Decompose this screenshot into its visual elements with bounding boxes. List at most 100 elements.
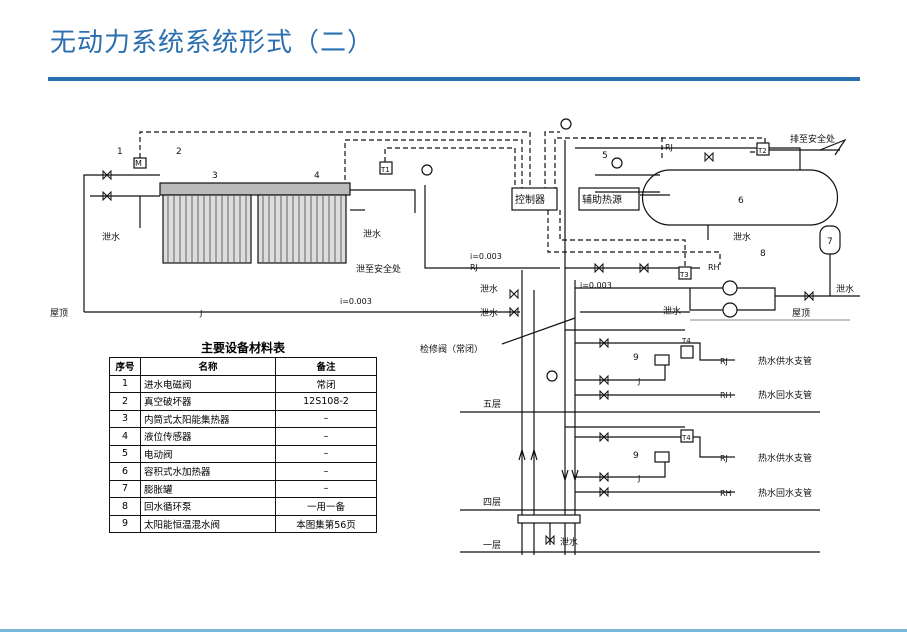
floor-1-label: 一层 xyxy=(483,540,501,551)
row-name: 太阳能恒温混水阀 xyxy=(140,514,276,533)
roof-label-right: 屋顶 xyxy=(792,308,810,319)
hot-supply-label-5: 热水供水支管 xyxy=(758,355,812,367)
floor-4-label: 四层 xyxy=(483,497,501,508)
row-name: 进水电磁阀 xyxy=(140,374,276,393)
row-no: 4 xyxy=(109,427,141,446)
equipment-table-title: 主要设备材料表 xyxy=(200,341,285,355)
code-rj-5: RJ xyxy=(720,357,728,366)
drain-safe-label: 泄至安全处 xyxy=(356,263,401,275)
label-num-2: 2 xyxy=(176,147,182,157)
drain-label-7: 泄水 xyxy=(663,305,681,317)
code-j-roof: J xyxy=(199,309,202,318)
hot-return-label-4: 热水回水支管 xyxy=(758,487,812,499)
row-no: 3 xyxy=(109,409,141,428)
row-no: 1 xyxy=(109,374,141,393)
code-rh-4: RH xyxy=(720,489,732,498)
table-row: 5 电动阀 – xyxy=(109,444,377,463)
code-rh-5: RH xyxy=(720,391,732,400)
roof-label-left: 屋顶 xyxy=(50,308,68,319)
slide-title: 无动力系统系统形式（二） xyxy=(50,28,375,58)
row-name: 内筒式太阳能集热器 xyxy=(140,409,276,428)
row-name: 电动阀 xyxy=(140,444,276,463)
tag-t1: T1 xyxy=(380,166,390,174)
table-row: 1 进水电磁阀 常闭 xyxy=(109,374,377,393)
label-num-7: 7 xyxy=(827,237,833,247)
row-note: 本图集第56页 xyxy=(275,514,377,533)
label-num-3: 3 xyxy=(212,171,218,181)
row-no: 6 xyxy=(109,462,141,481)
row-name: 真空破坏器 xyxy=(140,392,276,411)
label-num-8: 8 xyxy=(760,249,766,259)
hot-supply-label-4: 热水供水支管 xyxy=(758,452,812,464)
safe-exhaust-label: 排至安全处 xyxy=(790,133,835,145)
drain-label-3: 泄水 xyxy=(480,283,498,295)
table-row: 3 内筒式太阳能集热器 – xyxy=(109,409,377,428)
row-no: 8 xyxy=(109,497,141,516)
drain-label-5: 泄水 xyxy=(733,231,751,243)
drain-label-6: 泄水 xyxy=(836,283,854,295)
code-j-5: J xyxy=(637,377,640,386)
code-j-4: J xyxy=(637,474,640,483)
code-rj-roof: RJ xyxy=(470,263,478,272)
row-name: 液位传感器 xyxy=(140,427,276,446)
row-note: 常闭 xyxy=(275,374,377,393)
row-name: 回水循环泵 xyxy=(140,497,276,516)
slope-label-2: i=0.003 xyxy=(340,297,372,306)
row-no: 9 xyxy=(109,514,141,533)
footer-rule xyxy=(0,629,907,632)
table-row: 9 太阳能恒温混水阀 本图集第56页 xyxy=(109,514,377,533)
label-num-9a: 9 xyxy=(633,353,639,363)
row-name: 膨胀罐 xyxy=(140,479,276,498)
code-rj-top: RJ xyxy=(665,143,673,152)
title-underline xyxy=(48,77,860,81)
drain-label-4: 泄水 xyxy=(480,307,498,319)
aux-heat-label: 辅助热源 xyxy=(582,193,622,206)
table-row: 8 回水循环泵 一用一备 xyxy=(109,497,377,516)
water-heater-tank xyxy=(641,169,839,226)
equipment-table-block: 主要设备材料表 序号 名称 备注 1 进水电磁阀 常闭 2 真空破坏器 12S1… xyxy=(109,341,377,533)
tag-t4b: T4 xyxy=(681,434,691,442)
tag-m: M xyxy=(135,159,142,168)
floor-5-label: 五层 xyxy=(483,399,501,410)
table-row: 6 容积式水加热器 – xyxy=(109,462,377,481)
drain-label-1: 泄水 xyxy=(102,231,120,243)
code-rh-pump: RH xyxy=(708,263,720,272)
code-rj-4: RJ xyxy=(720,454,728,463)
table-row: 4 液位传感器 – xyxy=(109,427,377,446)
row-no: 5 xyxy=(109,444,141,463)
hot-return-label-5: 热水回水支管 xyxy=(758,389,812,401)
controller-label: 控制器 xyxy=(515,193,545,206)
row-note: – xyxy=(275,427,377,446)
drain-label-2: 泄水 xyxy=(363,228,381,240)
slope-label-3: i=0.003 xyxy=(580,281,612,290)
controller-box xyxy=(511,187,558,211)
col-header-note: 备注 xyxy=(275,357,377,376)
tag-t2: T2 xyxy=(757,147,767,155)
row-note: – xyxy=(275,409,377,428)
table-row: 2 真空破坏器 12S108-2 xyxy=(109,392,377,411)
service-valve-label: 检修阀（常闭） xyxy=(420,343,483,355)
drain-label-8: 泄水 xyxy=(560,536,578,548)
slope-label-1: i=0.003 xyxy=(470,252,502,261)
label-num-1: 1 xyxy=(117,147,123,157)
tag-t3: T3 xyxy=(679,271,689,279)
label-num-5: 5 xyxy=(602,151,608,161)
row-name: 容积式水加热器 xyxy=(140,462,276,481)
equipment-table: 序号 名称 备注 1 进水电磁阀 常闭 2 真空破坏器 12S108-2 3 内… xyxy=(109,357,377,533)
table-row: 7 膨胀罐 – xyxy=(109,479,377,498)
row-note: 一用一备 xyxy=(275,497,377,516)
row-note: – xyxy=(275,479,377,498)
label-num-6: 6 xyxy=(738,196,744,206)
label-num-4: 4 xyxy=(314,171,320,181)
row-note: – xyxy=(275,462,377,481)
row-no: 7 xyxy=(109,479,141,498)
row-note: – xyxy=(275,444,377,463)
col-header-name: 名称 xyxy=(140,357,276,376)
row-note: 12S108-2 xyxy=(275,392,377,411)
label-num-9b: 9 xyxy=(633,451,639,461)
tag-t4a: T4 xyxy=(681,337,691,345)
table-header-row: 序号 名称 备注 xyxy=(109,357,377,376)
row-no: 2 xyxy=(109,392,141,411)
col-header-no: 序号 xyxy=(109,357,141,376)
